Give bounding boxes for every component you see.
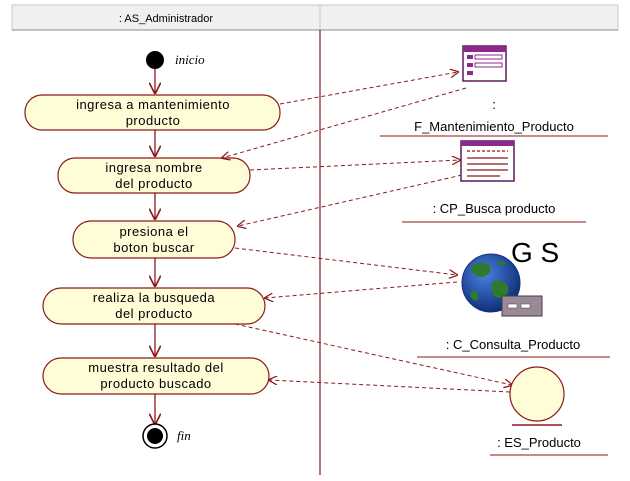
form-object-name: F_Mantenimiento_Producto bbox=[414, 119, 574, 134]
activity-muestra-resultado[interactable]: muestra resultado del producto buscado bbox=[42, 357, 270, 395]
globe-server-icon[interactable] bbox=[461, 253, 543, 317]
activity-label: realiza la busqueda bbox=[93, 290, 216, 305]
activity-realiza-busqueda[interactable]: realiza la busqueda del producto bbox=[42, 287, 266, 325]
object-flow-arrow bbox=[269, 380, 511, 393]
form-object-prefix: : bbox=[492, 97, 496, 112]
activity-label: producto buscado bbox=[100, 376, 211, 391]
entity-object-name: : ES_Producto bbox=[497, 435, 581, 450]
end-label: fin bbox=[177, 428, 191, 443]
object-flow-arrow bbox=[234, 323, 512, 385]
consult-object-name: : C_Consulta_Producto bbox=[446, 337, 580, 352]
activity-label: del producto bbox=[115, 176, 193, 191]
gs-logo-text: G S bbox=[511, 237, 559, 268]
entity-icon[interactable] bbox=[509, 366, 565, 426]
activity-label: presiona el bbox=[119, 224, 188, 239]
swimlane-header: : AS_Administrador bbox=[11, 4, 619, 31]
end-node-icon bbox=[142, 423, 168, 449]
activity-label: producto bbox=[126, 113, 181, 128]
form-boundary-icon[interactable] bbox=[462, 45, 507, 82]
object-flow-arrow bbox=[265, 281, 458, 298]
activity-label: ingresa a mantenimiento bbox=[76, 97, 230, 112]
control-object-name: : CP_Busca producto bbox=[433, 201, 556, 216]
activity-label: del producto bbox=[115, 306, 193, 321]
activity-label: boton buscar bbox=[113, 240, 194, 255]
object-flow-arrow bbox=[222, 87, 467, 158]
activity-ingresa-mantenimiento[interactable]: ingresa a mantenimiento producto bbox=[24, 94, 281, 131]
activity-label: muestra resultado del bbox=[88, 360, 224, 375]
control-icon[interactable] bbox=[460, 140, 515, 182]
object-flow-arrow bbox=[238, 174, 463, 226]
object-flow-arrows bbox=[222, 72, 512, 393]
start-node-icon bbox=[146, 51, 164, 69]
activity-presiona-buscar[interactable]: presiona el boton buscar bbox=[72, 220, 236, 259]
object-flow-arrow bbox=[234, 247, 457, 275]
activity-label: ingresa nombre bbox=[105, 160, 202, 175]
swimlane-left-title: : AS_Administrador bbox=[119, 13, 213, 25]
start-label: inicio bbox=[175, 52, 205, 67]
object-flow-arrow bbox=[249, 160, 460, 171]
object-flow-arrow bbox=[279, 72, 458, 105]
activity-ingresa-nombre[interactable]: ingresa nombre del producto bbox=[57, 157, 251, 194]
